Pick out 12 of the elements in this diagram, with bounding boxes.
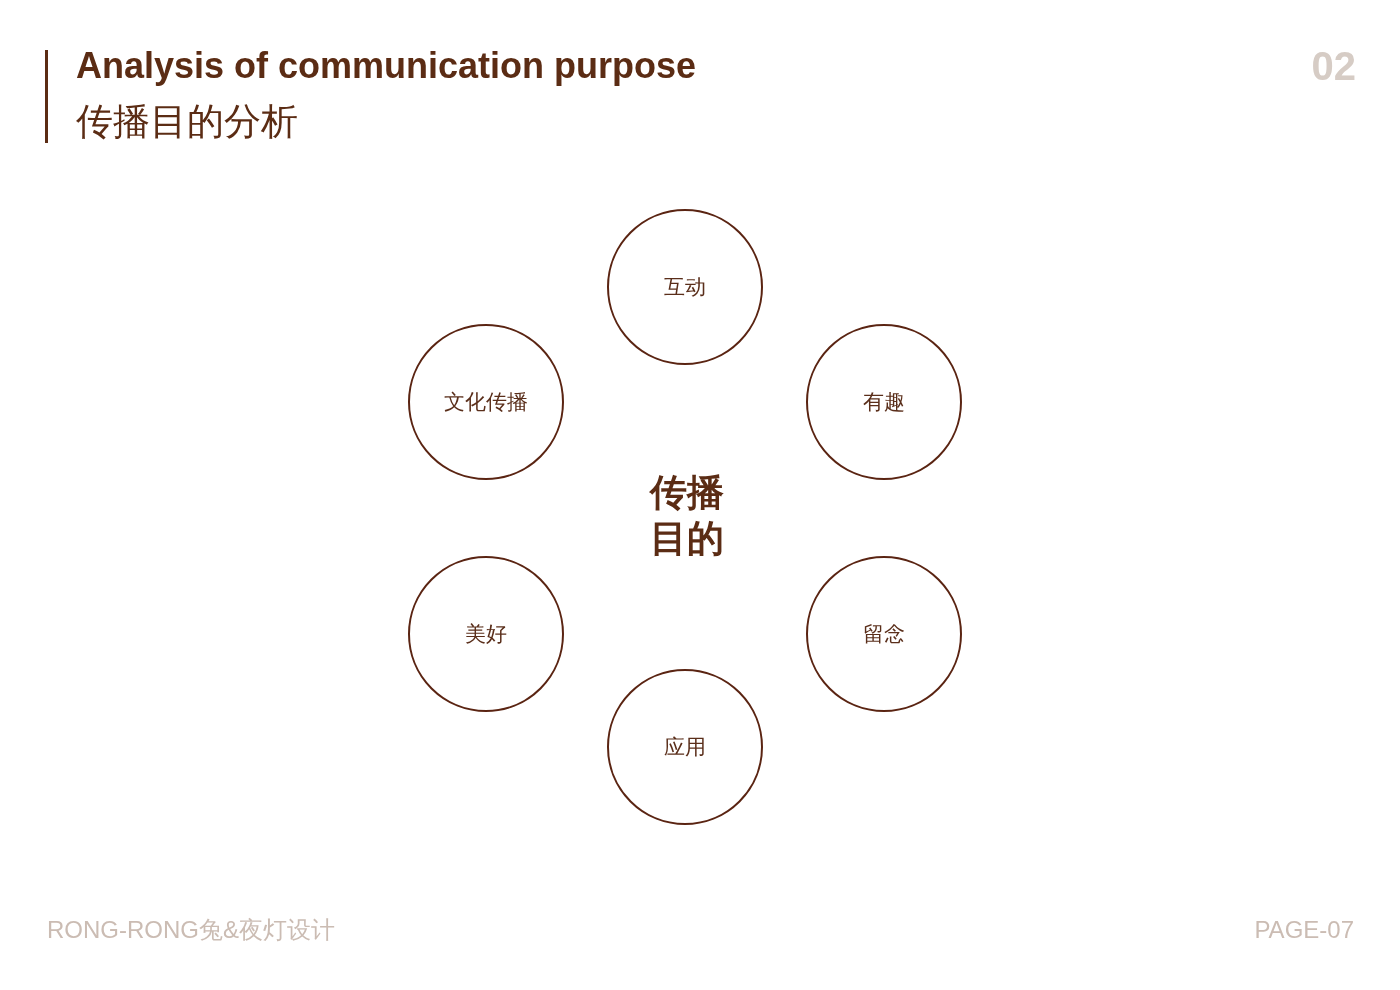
section-number: 02	[1311, 43, 1356, 90]
page-number: PAGE-07	[1254, 916, 1354, 945]
node-label: 美好	[465, 621, 507, 647]
node-label: 文化传播	[444, 389, 528, 415]
node-label: 应用	[664, 734, 706, 760]
node-label: 留念	[863, 621, 905, 647]
footer-text: RONG-RONG兔&夜灯设计	[47, 916, 335, 945]
page-title: Analysis of communication purpose	[76, 44, 697, 88]
page-subtitle: 传播目的分析	[76, 100, 298, 144]
node-label: 有趣	[863, 389, 905, 415]
node-label: 互动	[664, 274, 706, 300]
center-heading: 传播目的	[648, 471, 725, 562]
